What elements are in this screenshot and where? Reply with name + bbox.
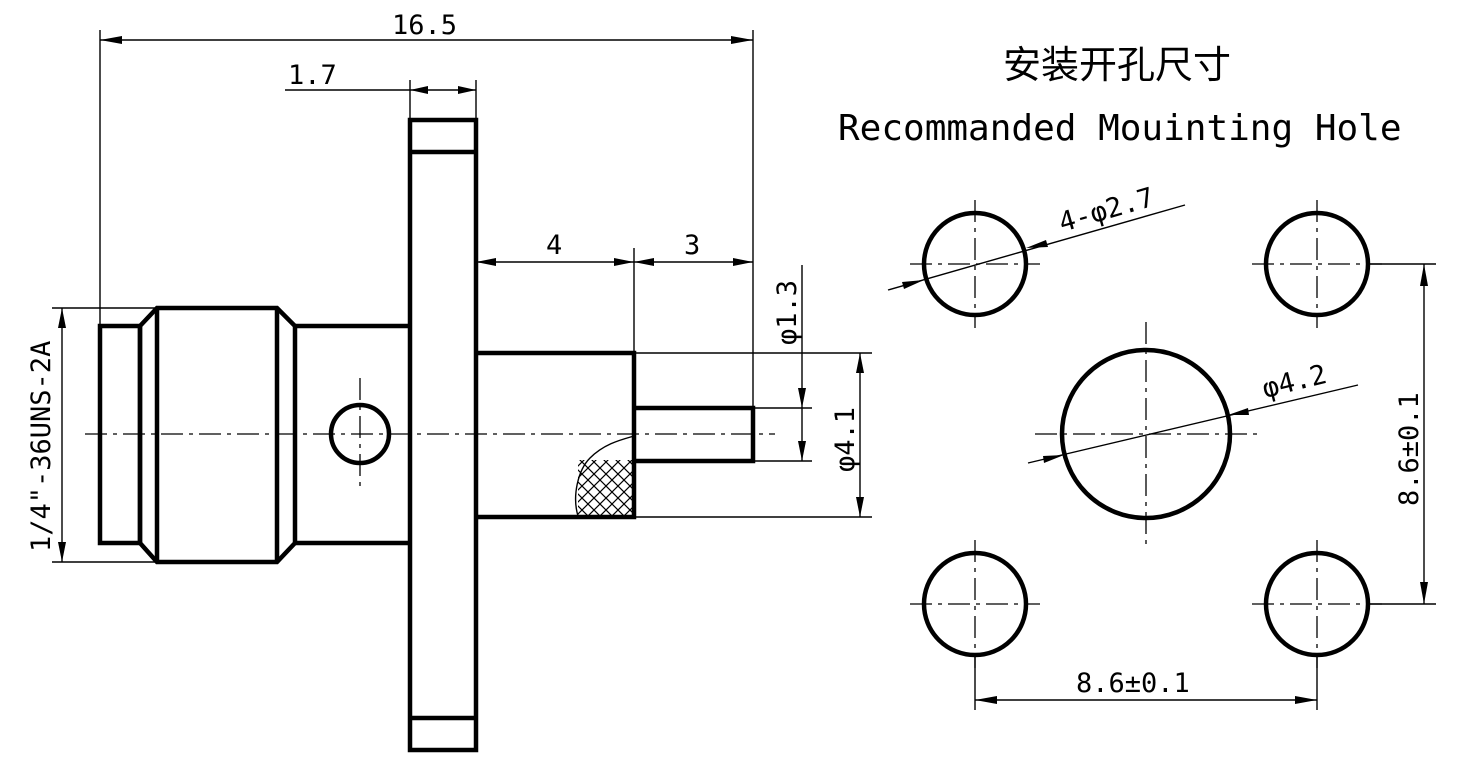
front-body [476,350,637,520]
dim-center-hole: φ4.2 [1259,359,1330,405]
connector-side-view [85,117,775,753]
flange [407,117,479,753]
connector-dimensions: 16.5 1.7 4 3 φ1.3 φ4.1 [26,10,872,563]
dim-horizontal-spacing: 8.6±0.1 [1076,668,1190,699]
dim-pin-length: 3 [684,230,700,261]
mounting-hole-pattern: 安装开孔尺寸 Recommanded Mouinting Hole 4-φ2.7… [838,43,1436,710]
dim-overall-length: 16.5 [392,10,457,41]
title-english: Recommanded Mouinting Hole [838,108,1402,149]
dim-small-holes: 4-φ2.7 [1055,182,1157,239]
title-chinese: 安装开孔尺寸 [1003,43,1231,87]
center-pin [634,405,756,464]
coupling-nut [137,305,298,565]
cable-hatch [578,460,633,516]
dim-flange-thickness: 1.7 [288,60,337,91]
dim-body-diameter: φ4.1 [830,407,861,472]
dim-vertical-spacing: 8.6±0.1 [1394,392,1425,506]
dim-pin-diameter: φ1.3 [772,280,803,345]
dim-thread: 1/4"-36UNS-2A [26,341,57,552]
dim-body-length: 4 [546,230,562,261]
